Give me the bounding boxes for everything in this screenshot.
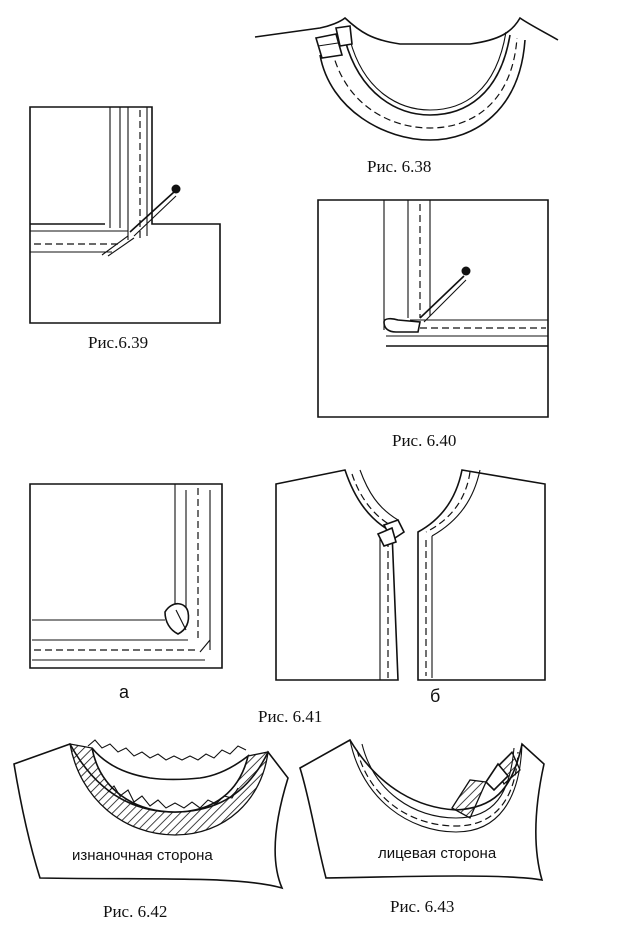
caption-fig-6-38: Рис. 6.38 (367, 157, 431, 176)
figure-6-39-corner-stitch (29, 106, 221, 324)
figure-6-43-right-side (299, 738, 545, 882)
label-wrong-side: изнаночная сторона (72, 847, 213, 864)
caption-fig-6-39: Рис.6.39 (88, 333, 148, 352)
caption-fig-6-41-b: б (430, 686, 440, 706)
caption-fig-6-41: Рис. 6.41 (258, 707, 322, 726)
figure-6-38-neckline-facing (254, 16, 559, 141)
figure-6-40-corner-fold (317, 199, 549, 418)
figure-6-41-b-front-neckline (275, 469, 546, 681)
caption-fig-6-43: Рис. 6.43 (390, 897, 454, 916)
caption-fig-6-42: Рис. 6.42 (103, 902, 167, 921)
figure-6-41-a-mitred-corner (29, 483, 223, 669)
figure-6-42-wrong-side (13, 739, 289, 890)
caption-fig-6-41-a: а (119, 682, 130, 702)
caption-fig-6-40: Рис. 6.40 (392, 431, 456, 450)
label-right-side: лицевая сторона (378, 845, 497, 862)
